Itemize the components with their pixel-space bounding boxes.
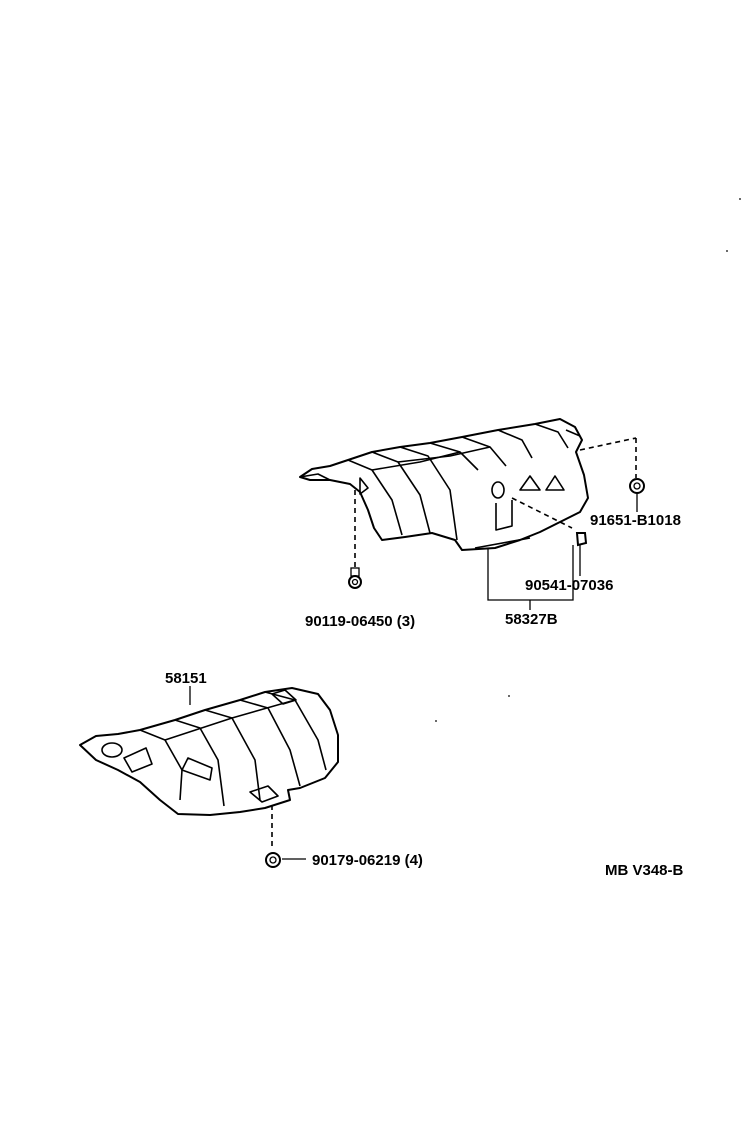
upper-clip-icon <box>629 478 645 494</box>
upper-bolt-icon <box>348 567 362 589</box>
lower-heat-insulator <box>79 687 339 816</box>
lower-nut-icon <box>265 852 281 868</box>
diagram-code: MB V348-B <box>605 862 684 879</box>
label-58151: 58151 <box>165 670 207 687</box>
upper-clip-leader-h <box>579 437 637 451</box>
label-90119-06450: 90119-06450 (3) <box>305 613 415 630</box>
label-90179-06219: 90179-06219 (4) <box>312 852 423 869</box>
upper-nut-icon <box>575 532 588 547</box>
label-91651-B1018: 91651-B1018 <box>590 512 681 529</box>
label-90541-07036: 90541-07036 <box>525 577 613 594</box>
upper-heat-insulator <box>299 418 589 551</box>
label-58327B: 58327B <box>505 611 558 628</box>
upper-nut-leader <box>511 497 573 529</box>
